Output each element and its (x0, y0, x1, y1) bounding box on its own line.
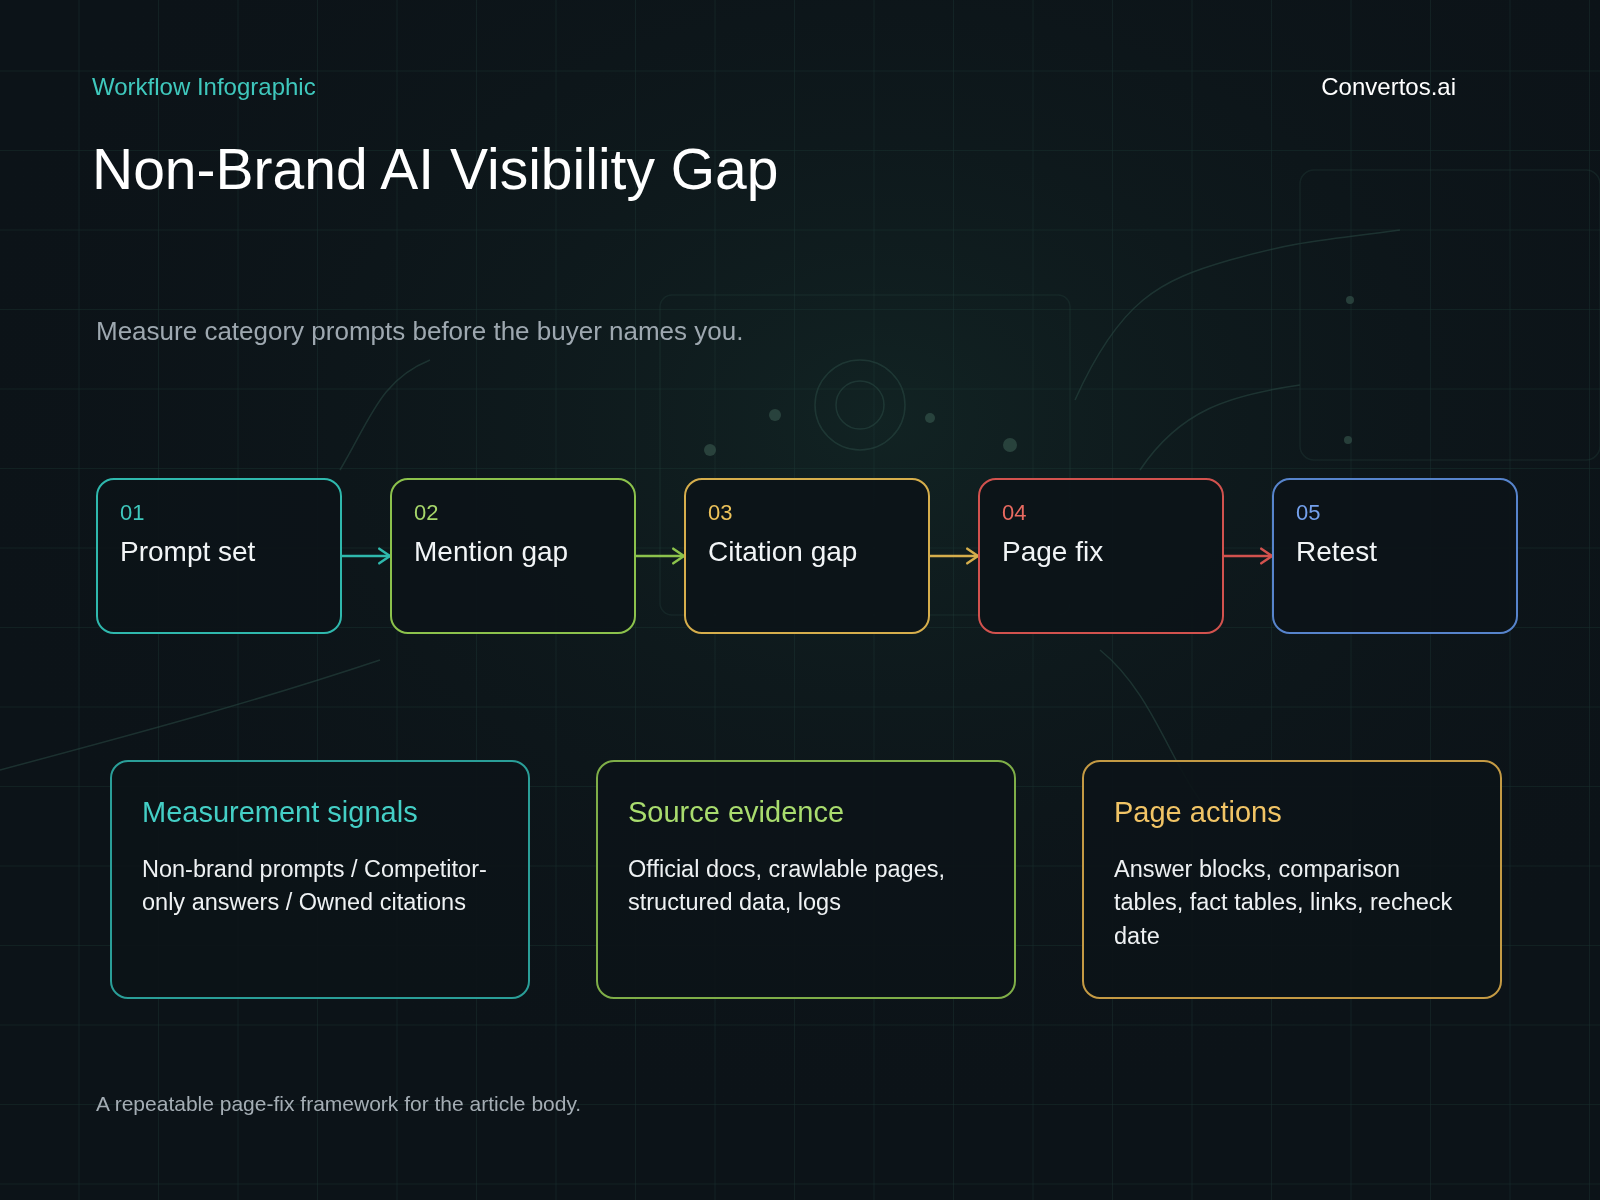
card-heading: Source evidence (628, 796, 984, 829)
subtitle-label: Measure category prompts before the buye… (96, 316, 743, 347)
process-box: 03Citation gap (684, 478, 930, 634)
step-label: Page fix (1002, 536, 1200, 568)
flow-arrow (342, 549, 390, 564)
card-body: Answer blocks, comparison tables, fact t… (1114, 853, 1470, 953)
info-card: Measurement signalsNon-brand prompts / C… (110, 760, 530, 999)
step-number: 04 (1002, 500, 1200, 526)
step-number: 01 (120, 500, 318, 526)
card-body: Official docs, crawlable pages, structur… (628, 853, 984, 920)
step-label: Retest (1296, 536, 1494, 568)
flow-arrow (930, 549, 978, 564)
flow-arrow (636, 549, 684, 564)
card-heading: Measurement signals (142, 796, 498, 829)
step-label: Mention gap (414, 536, 612, 568)
kicker-label: Workflow Infographic (92, 73, 316, 101)
step-number: 03 (708, 500, 906, 526)
card-body: Non-brand prompts / Competitor-only answ… (142, 853, 498, 920)
step-label: Citation gap (708, 536, 906, 568)
info-card: Source evidenceOfficial docs, crawlable … (596, 760, 1016, 999)
process-box: 01Prompt set (96, 478, 342, 634)
card-heading: Page actions (1114, 796, 1470, 829)
process-box: 04Page fix (978, 478, 1224, 634)
step-label: Prompt set (120, 536, 318, 568)
info-card: Page actionsAnswer blocks, comparison ta… (1082, 760, 1502, 999)
flow-arrow (1224, 549, 1272, 564)
step-number: 05 (1296, 500, 1494, 526)
step-number: 02 (414, 500, 612, 526)
footer-caption: A repeatable page-fix framework for the … (96, 1092, 581, 1116)
process-box: 02Mention gap (390, 478, 636, 634)
process-box: 05Retest (1272, 478, 1518, 634)
brand-label: Convertos.ai (1321, 73, 1456, 101)
diagram-title: Non-Brand AI Visibility Gap (92, 136, 778, 202)
